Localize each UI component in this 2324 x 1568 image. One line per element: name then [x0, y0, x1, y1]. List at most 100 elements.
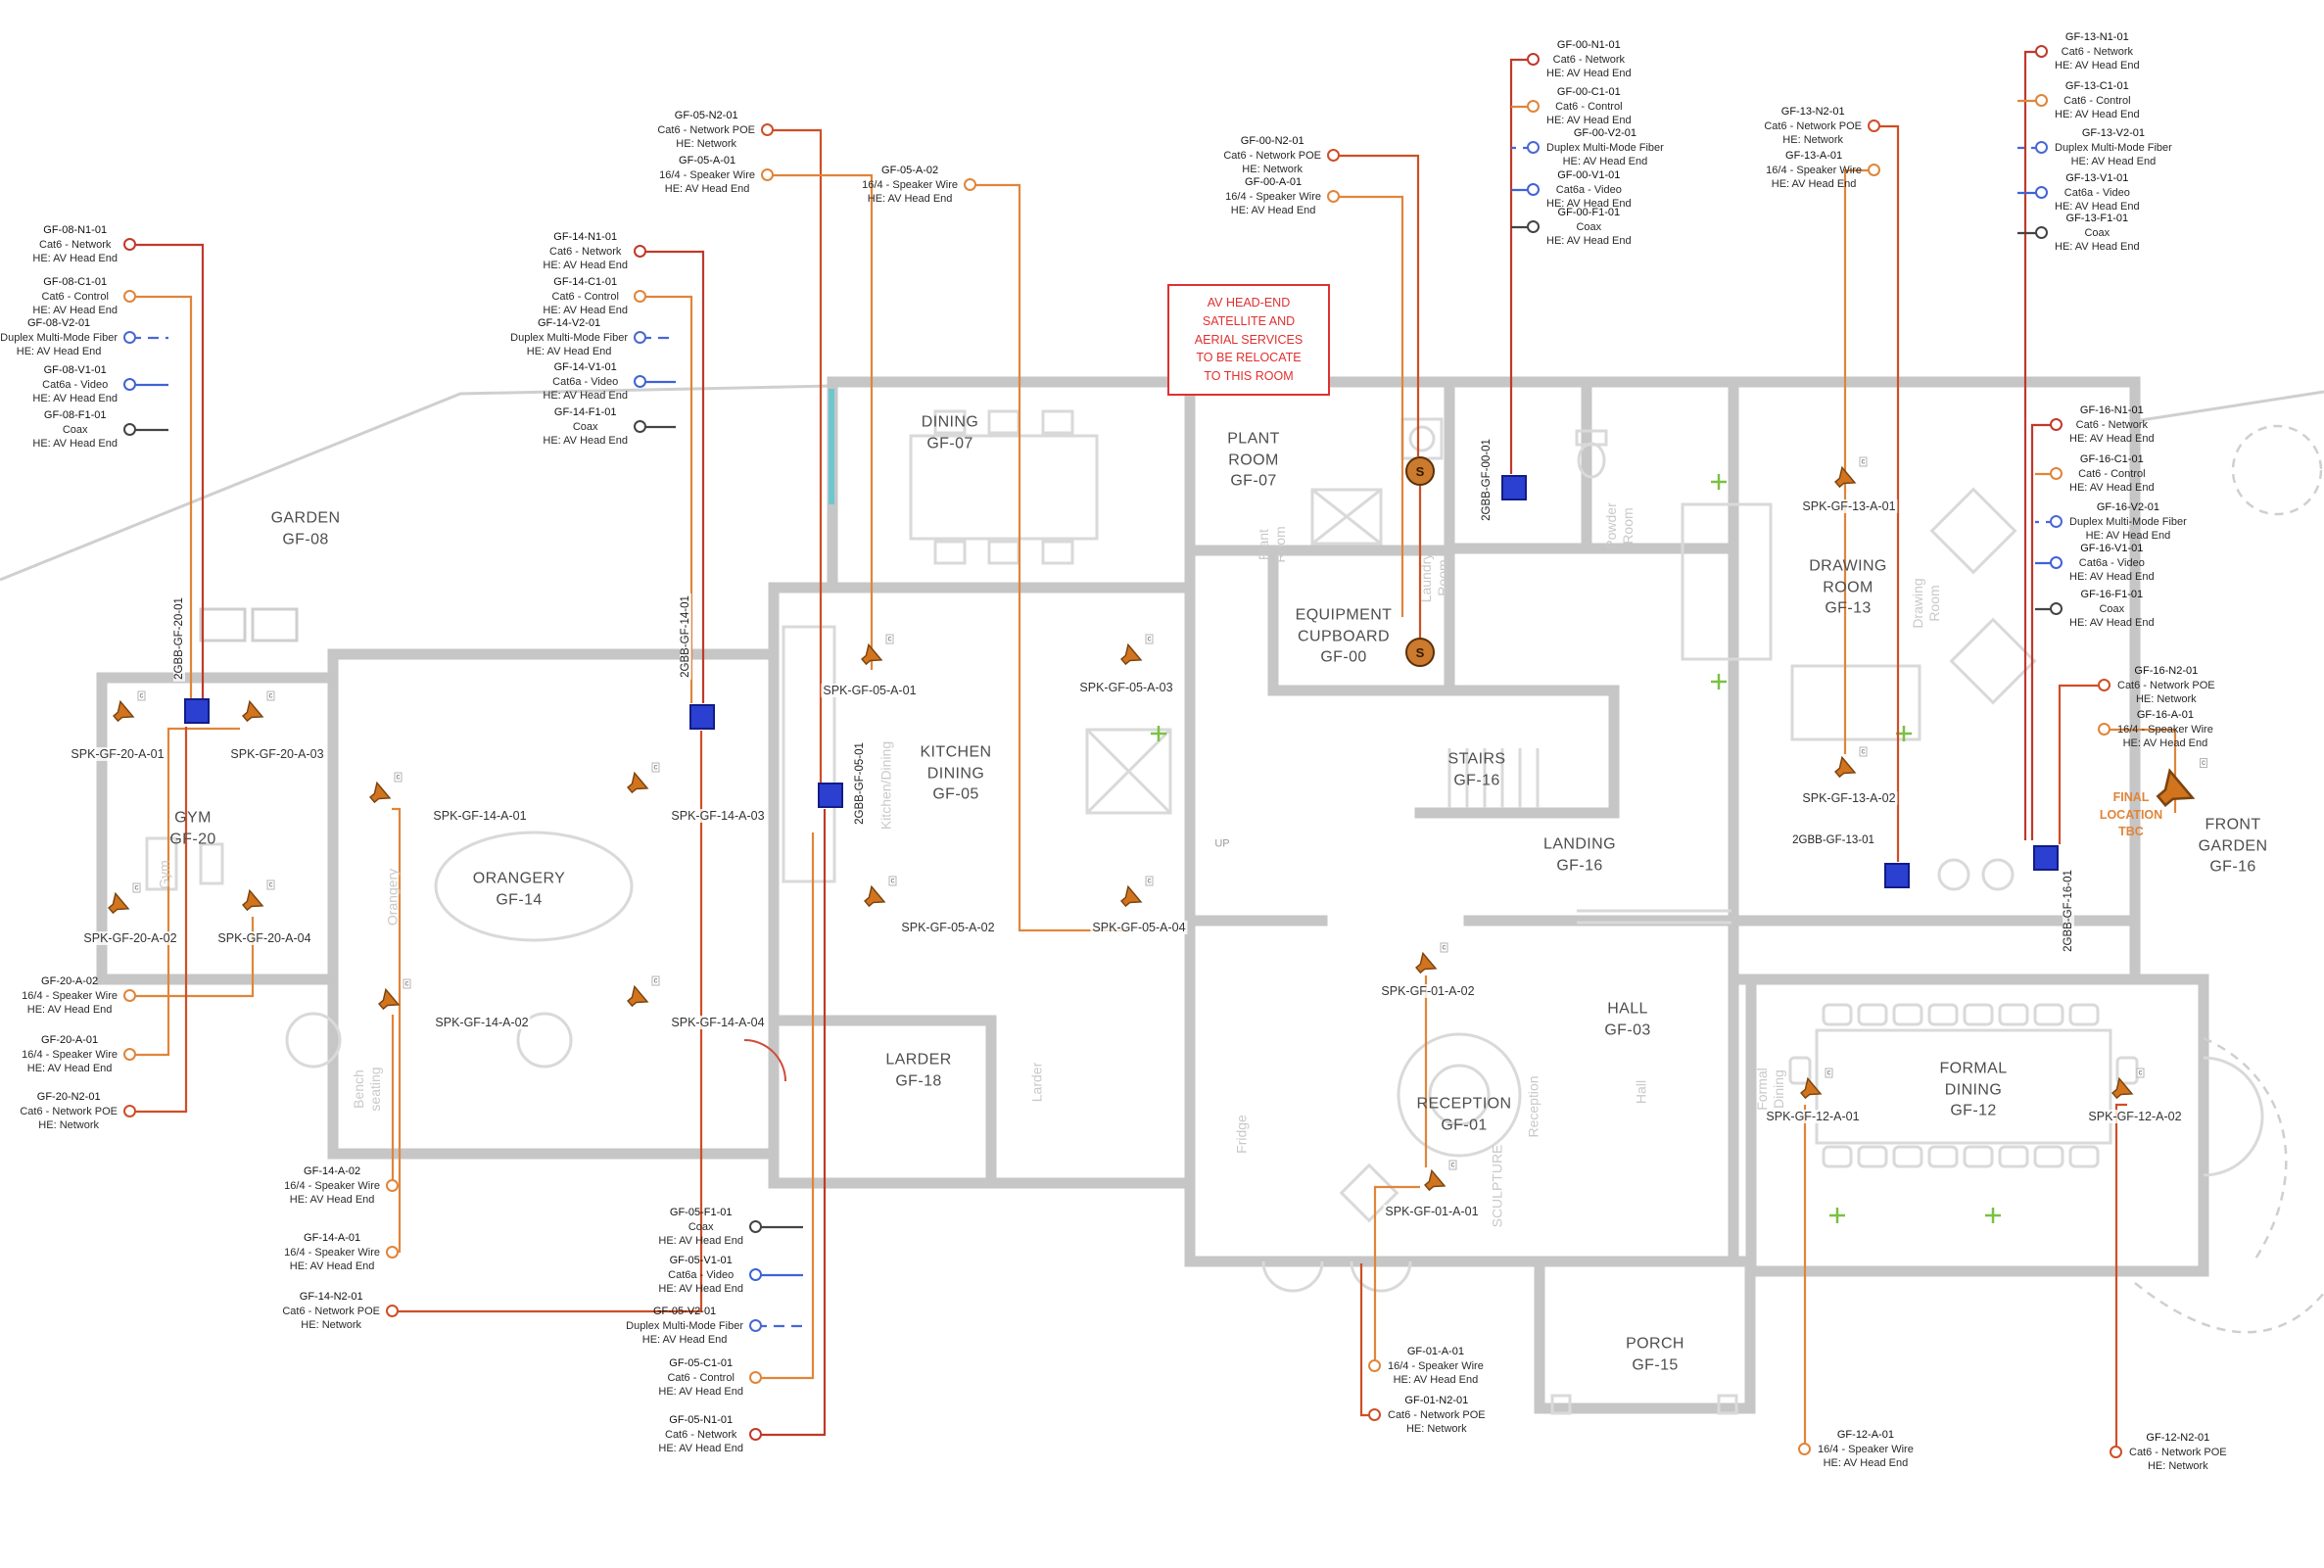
- callout-cable: 16/4 - Speaker Wire: [659, 168, 755, 181]
- callout-marker: [123, 423, 136, 436]
- callout-marker: [386, 1305, 399, 1317]
- callout-id: GF-01-A-01: [1406, 1346, 1464, 1358]
- speaker-icon: c: [1413, 942, 1448, 977]
- callout-cable: Duplex Multi-Mode Fiber: [0, 331, 118, 344]
- speaker-label: SPK-GF-12-A-01: [1764, 1110, 1862, 1123]
- callout-id: GF-13-V2-01: [2081, 127, 2146, 140]
- callout-marker: [634, 420, 646, 433]
- callout-id: GF-14-N2-01: [299, 1291, 363, 1304]
- wire-speaker: [1843, 168, 1874, 754]
- callout-id: GF-05-V1-01: [669, 1255, 733, 1267]
- callout-he: HE: AV Head End: [543, 305, 628, 317]
- callout-he: HE: AV Head End: [2055, 241, 2140, 254]
- callout-he: HE: AV Head End: [1771, 178, 1857, 191]
- wire-network_poe: [1874, 124, 1900, 862]
- callout-cable: Cat6 - Network POE: [657, 123, 755, 136]
- callout-he: HE: AV Head End: [658, 1443, 743, 1455]
- callout-id: GF-13-V1-01: [2065, 172, 2129, 185]
- callout-id: GF-08-N1-01: [43, 224, 108, 237]
- wire-network: [2023, 50, 2042, 840]
- room-label: KITCHEN DINING GF-05: [920, 743, 992, 803]
- callout-id: GF-00-C1-01: [1556, 86, 1621, 99]
- callout-id: GF-05-N2-01: [674, 110, 738, 122]
- speaker-label: SPK-GF-20-A-04: [215, 931, 313, 945]
- wire-network_poe: [393, 731, 703, 1313]
- speaker-icon: c: [1798, 1068, 1833, 1103]
- callout-cable: Cat6a - Video: [668, 1268, 735, 1281]
- callout-marker: [386, 1179, 399, 1192]
- speaker-label: SPK-GF-13-A-02: [1800, 791, 1898, 805]
- callout-id: GF-14-A-02: [304, 1165, 361, 1178]
- callout-id: GF-16-A-01: [2136, 709, 2194, 722]
- speaker-icon: c: [367, 772, 403, 807]
- callout-id: GF-00-F1-01: [1557, 207, 1621, 219]
- callout-he: HE: AV Head End: [2069, 617, 2155, 630]
- callout-he: HE: AV Head End: [526, 346, 612, 358]
- av-panel: [1884, 863, 1910, 888]
- wire-speaker: [971, 183, 1126, 932]
- furniture: [145, 409, 2264, 1415]
- speaker-label: SPK-GF-01-A-01: [1383, 1205, 1481, 1218]
- wire-speaker: [768, 173, 874, 670]
- faint-room-label: Fridge: [1233, 1115, 1250, 1154]
- speaker-label: SPK-GF-05-A-02: [899, 921, 997, 934]
- callout-cable: Cat6 - Network: [2075, 418, 2148, 431]
- faint-room-label: Hall: [1633, 1079, 1649, 1105]
- callout-cable: Coax: [2099, 602, 2125, 615]
- callout-cable: Cat6 - Network POE: [1764, 119, 1862, 132]
- callout-marker: [2050, 515, 2063, 528]
- speaker-label: SPK-GF-05-A-03: [1077, 681, 1175, 694]
- ceiling-tag: c: [1448, 1160, 1457, 1170]
- door-swing: [743, 1039, 786, 1082]
- callout-marker: [2098, 723, 2111, 736]
- callout-he: HE: AV Head End: [658, 1235, 743, 1248]
- room-label: PLANT ROOM GF-07: [1227, 430, 1280, 490]
- callout-id: GF-14-A-01: [304, 1232, 361, 1245]
- ceiling-tag: c: [403, 978, 411, 989]
- faint-room-label: Orangery: [384, 868, 401, 927]
- ceiling-tag: c: [651, 975, 660, 986]
- wire-network: [1509, 58, 1534, 474]
- callout-marker: [634, 245, 646, 258]
- callout-cable: Cat6 - Network: [549, 245, 622, 258]
- callout-id: GF-16-V1-01: [2080, 543, 2144, 555]
- callout-cable: Cat6a - Video: [552, 375, 619, 388]
- callout-id: GF-16-N2-01: [2134, 665, 2199, 678]
- callout-he: HE: AV Head End: [2069, 433, 2155, 446]
- ceiling-tag: c: [1825, 1068, 1833, 1078]
- callout-cable: 16/4 - Speaker Wire: [1818, 1443, 1914, 1455]
- callout-cable: 16/4 - Speaker Wire: [284, 1246, 380, 1259]
- wire-network_poe: [2114, 1103, 2127, 1452]
- av-panel: [2033, 845, 2059, 871]
- callout-cable: Cat6a - Video: [1555, 183, 1622, 196]
- speaker-label: SPK-GF-14-A-02: [433, 1016, 531, 1029]
- callout-id: GF-12-A-01: [1836, 1429, 1894, 1442]
- speaker-icon: c: [106, 882, 141, 918]
- speaker-icon: c: [1118, 634, 1154, 669]
- speaker-label: SPK-GF-20-A-03: [228, 747, 326, 761]
- callout-he: HE: AV Head End: [1546, 68, 1632, 80]
- callout-marker: [964, 178, 976, 191]
- callout-he: HE: AV Head End: [32, 253, 118, 265]
- callout-marker: [634, 290, 646, 303]
- callout-he: HE: AV Head End: [289, 1194, 375, 1207]
- room-label: RECEPTION GF-01: [1416, 1095, 1512, 1133]
- wire-network: [2030, 423, 2057, 840]
- callout-cable: 16/4 - Speaker Wire: [862, 178, 958, 191]
- ceiling-tag: c: [132, 882, 141, 893]
- callout-marker: [1527, 100, 1540, 113]
